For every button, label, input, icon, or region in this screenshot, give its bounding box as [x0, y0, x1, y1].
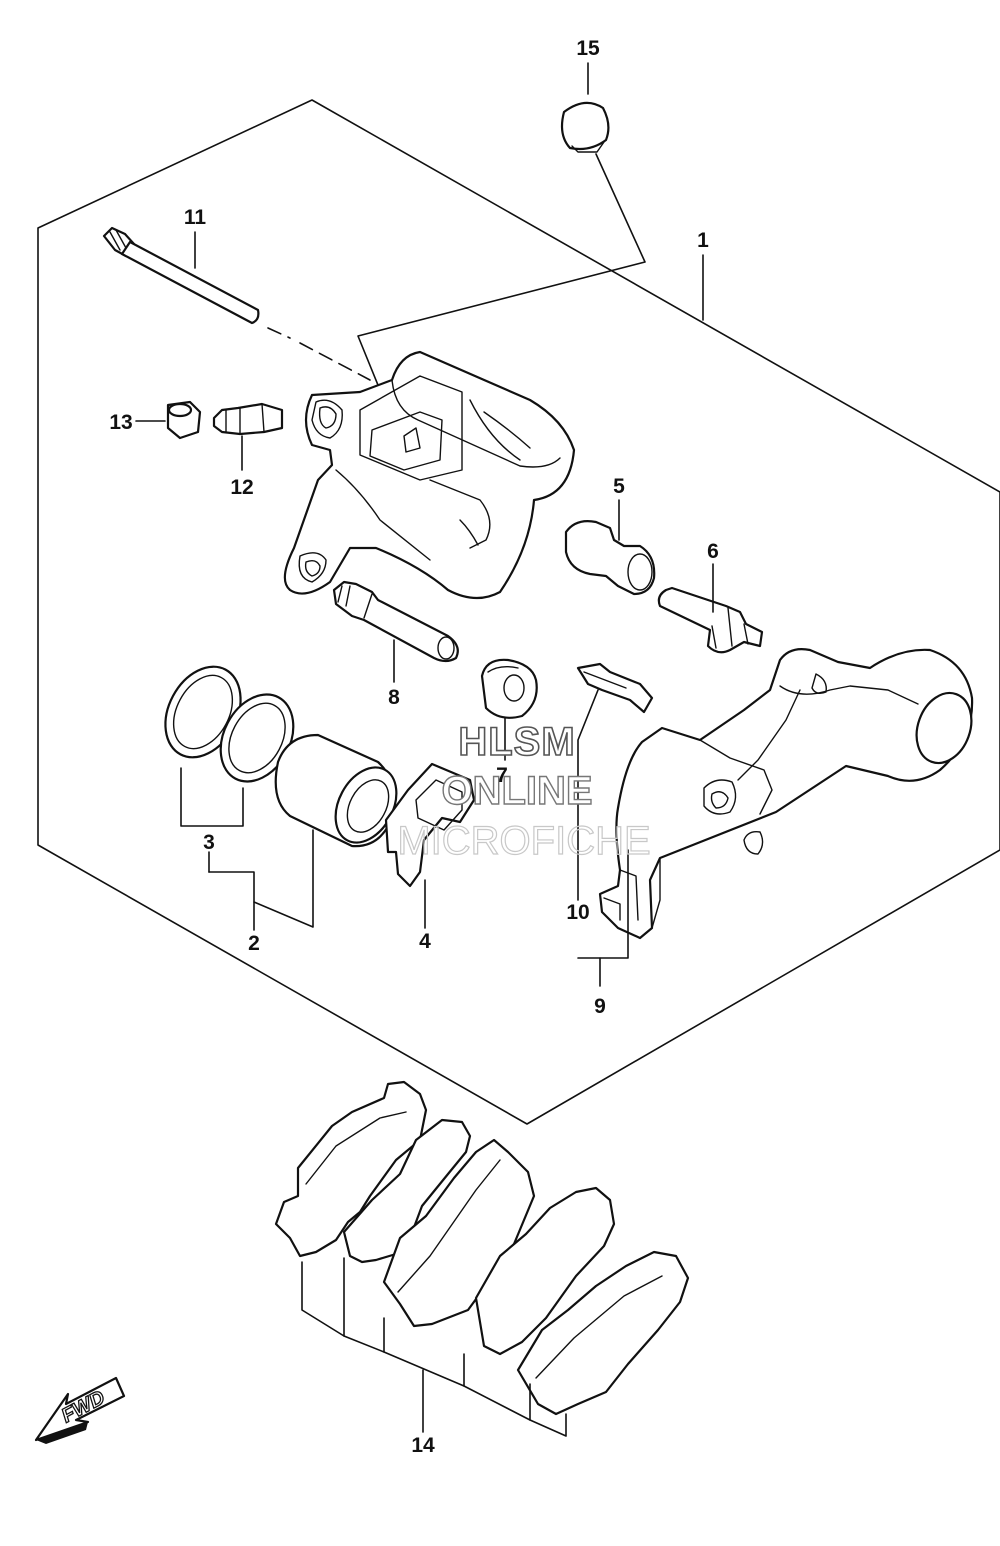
part-11-slide-pin — [102, 226, 371, 381]
part-14-brake-pads — [274, 1080, 690, 1437]
part-7-boot — [480, 658, 538, 761]
callout-15: 15 — [576, 37, 600, 60]
part-10-clip — [576, 662, 654, 901]
caliper-body — [283, 350, 576, 600]
part-13-cap — [135, 400, 202, 440]
callout-6: 6 — [707, 540, 719, 563]
callout-2: 2 — [248, 932, 260, 955]
part-5-boot — [564, 499, 656, 596]
callout-11: 11 — [184, 206, 207, 229]
callout-4: 4 — [419, 930, 431, 953]
part-12-bleeder-valve — [212, 402, 284, 471]
callout-13: 13 — [109, 411, 132, 434]
callout-14: 14 — [411, 1434, 435, 1457]
part-9-caliper-bracket — [577, 648, 974, 987]
callout-3: 3 — [203, 831, 215, 854]
callout-1: 1 — [697, 229, 709, 252]
assembly-outline — [37, 99, 1000, 1125]
fwd-arrow-icon: FWD — [34, 1376, 126, 1444]
callout-9: 9 — [594, 995, 606, 1018]
callout-7: 7 — [496, 764, 508, 787]
callout-10: 10 — [566, 901, 589, 924]
callout-5: 5 — [613, 475, 625, 498]
callout-labels: 1 2 3 4 5 6 7 8 9 10 11 12 13 14 15 — [109, 37, 719, 1457]
part-6-slide-pin — [657, 563, 764, 654]
callout-8: 8 — [388, 686, 400, 709]
watermark-line2: ONLINE — [441, 769, 592, 813]
part-4-pad-spring — [384, 762, 476, 929]
part-8-slide-pin — [332, 580, 459, 683]
callout-12: 12 — [230, 476, 253, 499]
watermark-line1: HLSM — [458, 720, 575, 764]
watermark-line3: MICROFICHE — [397, 819, 650, 863]
watermark: HLSM ONLINE MICROFICHE — [397, 719, 652, 863]
